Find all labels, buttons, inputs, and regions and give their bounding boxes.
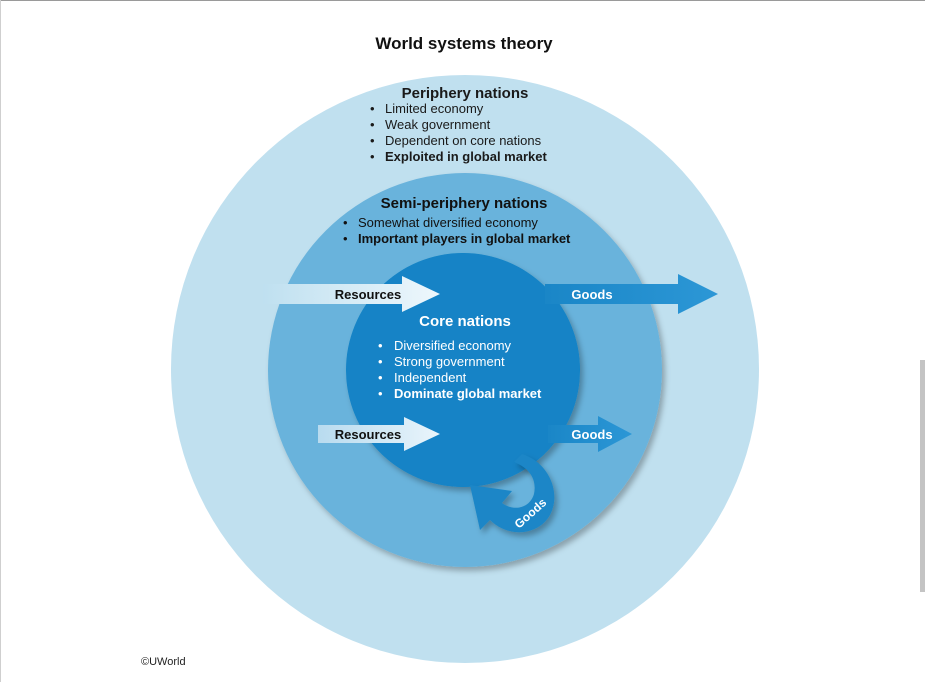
window-top-border bbox=[0, 0, 925, 1]
semi-periphery-heading: Semi-periphery nations bbox=[381, 195, 548, 212]
core-bullet-marker: • bbox=[378, 354, 383, 369]
core-bullet-1: Diversified economy bbox=[394, 338, 512, 353]
core-heading: Core nations bbox=[419, 313, 511, 330]
diagram-title: World systems theory bbox=[375, 34, 553, 53]
core-bullet-marker: • bbox=[378, 386, 383, 401]
goods-loop-arrow bbox=[470, 454, 555, 533]
periphery-heading: Periphery nations bbox=[402, 85, 529, 102]
periphery-bullet-marker: • bbox=[370, 149, 375, 164]
semi-periphery-bullet-marker: • bbox=[343, 215, 348, 230]
goods-label-inner: Goods bbox=[571, 427, 612, 442]
goods-label-outer: Goods bbox=[571, 287, 612, 302]
resources-label-inner: Resources bbox=[335, 427, 401, 442]
core-bullet-4: Dominate global market bbox=[394, 386, 542, 401]
periphery-bullet-marker: • bbox=[370, 101, 375, 116]
goods-arrow-inner bbox=[548, 416, 632, 452]
periphery-bullet-marker: • bbox=[370, 117, 375, 132]
window-left-border bbox=[0, 0, 1, 682]
semi-periphery-bullet-marker: • bbox=[343, 231, 348, 246]
periphery-bullet-1: Limited economy bbox=[385, 101, 484, 116]
resources-arrow-inner bbox=[318, 417, 440, 451]
core-bullet-2: Strong government bbox=[394, 354, 505, 369]
semi-periphery-bullet-1: Somewhat diversified economy bbox=[358, 215, 538, 230]
periphery-bullet-4: Exploited in global market bbox=[385, 149, 547, 164]
resources-label-outer: Resources bbox=[335, 287, 401, 302]
periphery-bullet-3: Dependent on core nations bbox=[385, 133, 542, 148]
core-bullet-marker: • bbox=[378, 338, 383, 353]
copyright-credit: ©UWorld bbox=[141, 656, 186, 668]
scrollbar-thumb[interactable] bbox=[920, 360, 925, 592]
resources-arrow-outer bbox=[263, 276, 440, 312]
periphery-bullet-marker: • bbox=[370, 133, 375, 148]
core-bullet-marker: • bbox=[378, 370, 383, 385]
core-bullet-3: Independent bbox=[394, 370, 467, 385]
periphery-bullet-2: Weak government bbox=[385, 117, 491, 132]
semi-periphery-bullet-2: Important players in global market bbox=[358, 231, 571, 246]
goods-arrow-outer bbox=[545, 274, 718, 314]
